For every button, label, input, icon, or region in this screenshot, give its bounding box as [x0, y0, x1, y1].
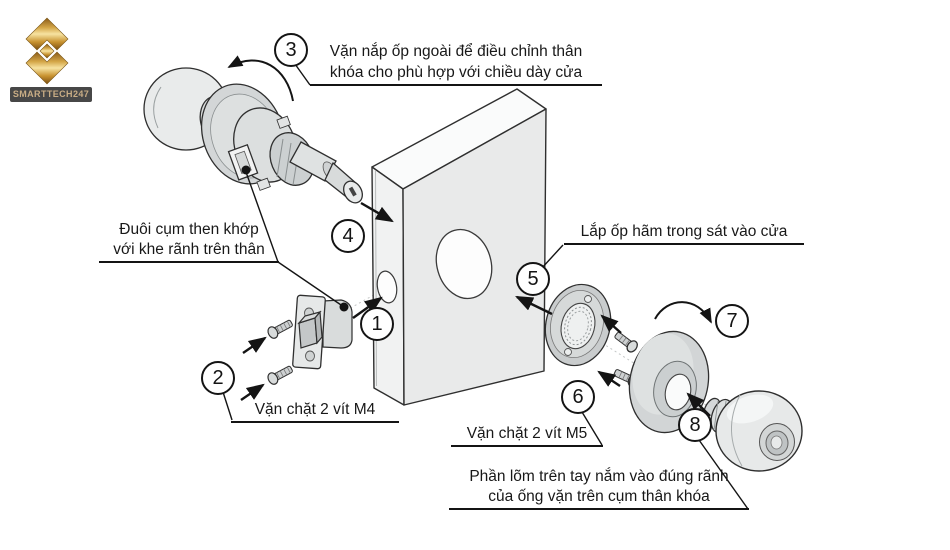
arrow-latch-to-edge-hole	[352, 296, 383, 319]
callout-step-8: 8	[678, 408, 712, 442]
arrow-spindle-to-door	[360, 201, 394, 223]
arrow-plate-to-door	[515, 295, 553, 316]
brand-name: SMARTTECH247	[10, 87, 92, 102]
callout-step-1: 1	[360, 307, 394, 341]
callout-step-2: 2	[201, 361, 235, 395]
exterior-knob	[702, 390, 803, 472]
callout-step-3: 3	[274, 33, 308, 67]
label-adjust-outer-cap: Vặn nắp ốp ngoài để điều chỉnh thân khóa…	[310, 41, 602, 86]
s-monogram-icon	[25, 17, 69, 85]
door-panel	[371, 88, 547, 406]
arrow-m5-screw-1	[600, 314, 622, 334]
door-edge-hole	[376, 270, 398, 304]
label-knob-groove: Phần lõm trên tay nắm vào đúng rãnh của …	[449, 467, 749, 510]
label-tighten-m4: Vặn chặt 2 vít M4	[231, 399, 399, 423]
callout-step-4: 4	[331, 219, 365, 253]
interior-knob-assembly	[143, 67, 363, 204]
latch-assembly	[267, 294, 353, 385]
label-latch-tail-groove: Đuôi cụm then khớp với khe rãnh trên thâ…	[99, 220, 279, 263]
inner-retaining-plate	[544, 283, 639, 387]
door-bore-hole	[435, 228, 493, 300]
m5-screw	[614, 331, 638, 353]
callout-step-6: 6	[561, 380, 595, 414]
m4-screw	[267, 365, 293, 385]
callout-step-5: 5	[516, 262, 550, 296]
rotate-arrow-cap	[227, 55, 294, 102]
leader-lines	[222, 63, 749, 510]
smarttech247-logo	[25, 17, 69, 85]
latch-case	[322, 299, 353, 349]
rotate-arrow-rose	[654, 301, 712, 324]
callout-step-7: 7	[715, 304, 749, 338]
arrow-m4-screw-1	[242, 336, 267, 354]
direction-arrows	[227, 55, 712, 417]
m4-screw	[267, 319, 293, 339]
label-inner-plate: Lắp ốp hãm trong sát vào cửa	[564, 221, 804, 245]
label-tighten-m5: Vặn chặt 2 vít M5	[451, 423, 603, 447]
arrow-m4-screw-2	[240, 383, 265, 401]
arrow-m5-screw-2	[597, 370, 621, 387]
